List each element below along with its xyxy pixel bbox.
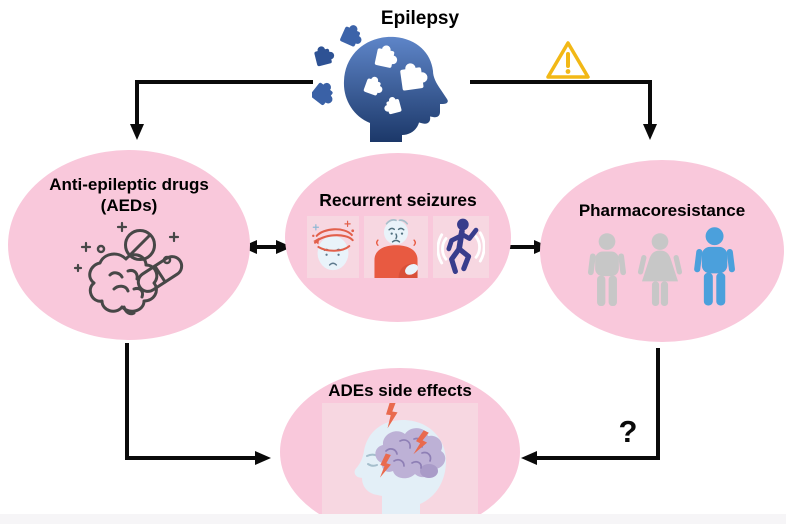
- shaking-elder-tile: [364, 215, 428, 278]
- warning-triangle-icon: [546, 41, 590, 79]
- seizure-icons-row: [307, 215, 489, 278]
- convulsing-person-icon: [437, 218, 485, 274]
- node-ades: ADEs side effects: [280, 368, 520, 524]
- epilepsy-title: Epilepsy: [380, 8, 460, 29]
- arrow-aeds-to-ades: [125, 343, 271, 465]
- aeds-label-line1: Anti-epileptic drugs: [49, 175, 209, 194]
- arrow-pharmacoresistance-to-ades: [521, 348, 660, 465]
- gray-woman-icon: [637, 233, 683, 307]
- convulsing-person-tile: [433, 215, 489, 278]
- pharmacoresistance-label: Pharmacoresistance: [578, 201, 746, 220]
- dizzy-head-tile: [307, 215, 359, 278]
- brain-pills-icon: [73, 221, 184, 315]
- head-puzzle-icon: [312, 25, 448, 142]
- node-recurrent-seizures: Recurrent seizures: [285, 153, 511, 322]
- dizzy-head-icon: [312, 220, 355, 271]
- ades-label: ADEs side effects: [328, 381, 472, 400]
- node-pharmacoresistance: Pharmacoresistance: [540, 160, 784, 342]
- node-aeds: Anti-epileptic drugs (AEDs): [8, 150, 250, 340]
- aeds-label: Anti-epileptic drugs (AEDs): [49, 174, 209, 217]
- question-mark-label: ?: [618, 414, 638, 449]
- gray-man-icon: [587, 233, 627, 307]
- persons-row: [585, 227, 739, 307]
- bottom-edge-strip: [0, 514, 786, 524]
- arrow-epilepsy-to-pharmacoresistance: [470, 80, 657, 140]
- aeds-label-line2: (AEDs): [100, 196, 158, 216]
- arrow-epilepsy-to-aeds: [130, 80, 313, 140]
- head-brain-lightning-icon: [322, 403, 478, 524]
- shaking-elder-icon: [374, 218, 418, 278]
- blue-man-icon: [694, 227, 735, 306]
- recurrent-seizures-label: Recurrent seizures: [319, 190, 477, 210]
